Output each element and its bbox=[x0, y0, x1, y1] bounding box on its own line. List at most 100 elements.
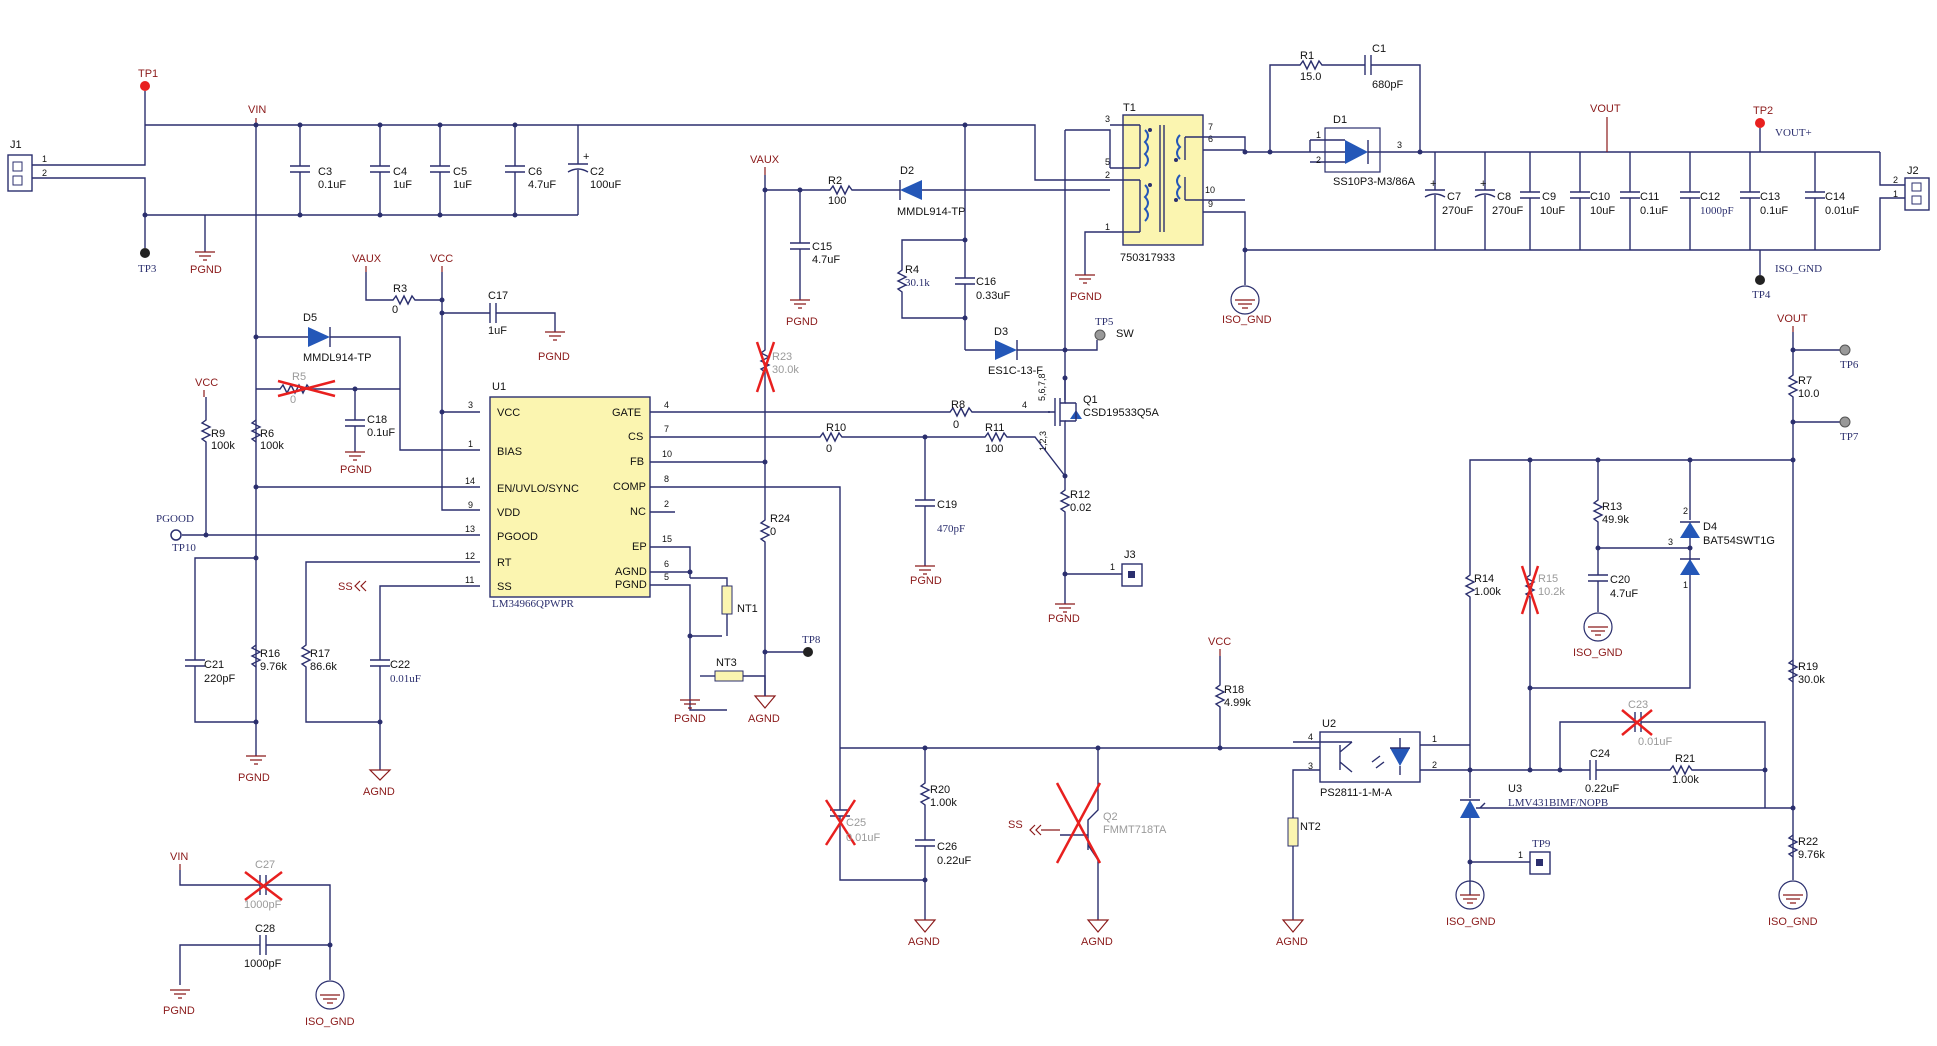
r4-val: 30.1k bbox=[905, 277, 930, 289]
tp4-testpoint[interactable] bbox=[1755, 275, 1765, 285]
r10-val: 0 bbox=[826, 443, 832, 455]
tp6-label: TP6 bbox=[1840, 359, 1859, 371]
r4-ref: R4 bbox=[905, 264, 919, 276]
u1-pin-name: COMP bbox=[613, 481, 646, 493]
j2-pin2: 2 bbox=[1893, 175, 1898, 185]
u1-pin-num: 5 bbox=[664, 572, 669, 582]
t1-pin: 6 bbox=[1208, 134, 1213, 144]
r21-ref: R21 bbox=[1675, 753, 1695, 765]
tp9-connector[interactable] bbox=[1529, 851, 1551, 875]
c22-val: 0.01uF bbox=[390, 673, 421, 685]
tp3-testpoint[interactable] bbox=[140, 248, 150, 258]
u1-pin-num: 15 bbox=[662, 534, 672, 544]
tp7-testpoint[interactable] bbox=[1839, 416, 1851, 428]
tp6-testpoint[interactable] bbox=[1839, 344, 1851, 356]
pgnd-label-1: PGND bbox=[190, 264, 222, 276]
tp1-testpoint[interactable] bbox=[140, 81, 150, 91]
u1-pin-name: VDD bbox=[497, 507, 520, 519]
u1-pin-name: VCC bbox=[497, 407, 520, 419]
u1-pin-name: FB bbox=[630, 456, 644, 468]
c2-val: 100uF bbox=[590, 179, 621, 191]
r9-val: 100k bbox=[211, 440, 235, 452]
ss-label-2: SS bbox=[1008, 819, 1023, 831]
q1-val: CSD19533Q5A bbox=[1083, 407, 1159, 419]
r23-val: 30.0k bbox=[772, 364, 799, 376]
tp10-testpoint[interactable] bbox=[170, 529, 182, 541]
j2-connector[interactable] bbox=[1904, 177, 1930, 211]
u2-optocoupler[interactable] bbox=[1319, 731, 1421, 783]
pgnd-label-c19: PGND bbox=[910, 575, 942, 587]
c4-ref: C4 bbox=[393, 166, 407, 178]
c7-val: 270uF bbox=[1442, 205, 1473, 217]
u1-pin-name: AGND bbox=[615, 566, 647, 578]
j1-connector[interactable] bbox=[7, 154, 33, 192]
tp5-testpoint[interactable] bbox=[1094, 329, 1106, 341]
c27-val: 1000pF bbox=[244, 899, 282, 911]
j1-pin1: 1 bbox=[42, 154, 47, 164]
r12-val: 0.02 bbox=[1070, 502, 1091, 514]
vaux-label-r3: VAUX bbox=[352, 253, 382, 265]
c24-val: 0.22uF bbox=[1585, 783, 1620, 795]
j3-ref: J3 bbox=[1124, 549, 1136, 561]
nt1-label: NT1 bbox=[737, 603, 758, 615]
u1-pin-name: GATE bbox=[612, 407, 641, 419]
nt1-nettie[interactable] bbox=[721, 585, 733, 615]
nt3-nettie[interactable] bbox=[714, 670, 744, 682]
r5-val: 0 bbox=[290, 394, 296, 406]
t1-pin: 3 bbox=[1105, 114, 1110, 124]
pgnd-label-c15: PGND bbox=[786, 316, 818, 328]
j3-connector[interactable] bbox=[1121, 563, 1143, 587]
r13-val: 49.9k bbox=[1602, 514, 1629, 526]
iso-gnd-label-t1: ISO_GND bbox=[1222, 314, 1272, 326]
nt2-label: NT2 bbox=[1300, 821, 1321, 833]
d4-pin2: 2 bbox=[1683, 506, 1688, 516]
t1-pin: 10 bbox=[1205, 185, 1215, 195]
u1-pin-num: 3 bbox=[468, 400, 473, 410]
r6-val: 100k bbox=[260, 440, 284, 452]
c17-val: 1uF bbox=[488, 325, 507, 337]
tp8-testpoint[interactable] bbox=[803, 647, 813, 657]
r7-ref: R7 bbox=[1798, 375, 1812, 387]
r6-ref: R6 bbox=[260, 428, 274, 440]
agnd-label-q2: AGND bbox=[1081, 936, 1113, 948]
t1-transformer[interactable]: T1 750317933 3 5 2 1 7 6 10 9 bbox=[1105, 102, 1215, 264]
u1-part: LM34966QPWPR bbox=[492, 598, 575, 610]
u1-ref: U1 bbox=[492, 381, 506, 393]
d1-val: SS10P3-M3/86A bbox=[1333, 176, 1416, 188]
c15-ref: C15 bbox=[812, 241, 832, 253]
r22-val: 9.76k bbox=[1798, 849, 1825, 861]
d4-val: BAT54SWT1G bbox=[1703, 535, 1775, 547]
q2-val: FMMT718TA bbox=[1103, 824, 1167, 836]
ss-label-1: SS bbox=[338, 581, 353, 593]
u1-pin-name: EN/UVLO/SYNC bbox=[497, 483, 579, 495]
d4-ref: D4 bbox=[1703, 521, 1717, 533]
q1-pins-s: 1,2,3 bbox=[1038, 431, 1048, 451]
vcc-label-u1: VCC bbox=[430, 253, 453, 265]
u1-pin-name: NC bbox=[630, 506, 646, 518]
d1-diode[interactable] bbox=[1324, 127, 1381, 173]
opto-section: U2 PS2811-1-M-A 4 3 1 2 VCC R18 4.99k NT… bbox=[824, 636, 1470, 948]
c26-val: 0.22uF bbox=[937, 855, 972, 867]
u1-controller[interactable]: U1 LM34966QPWPR 3 VCC 1 BIAS 14 EN/UVLO/… bbox=[465, 381, 672, 610]
d2-val: MMDL914-TP bbox=[897, 206, 965, 218]
vout-label-fb: VOUT bbox=[1777, 313, 1808, 325]
r12-ref: R12 bbox=[1070, 489, 1090, 501]
tp5-label: TP5 bbox=[1095, 316, 1114, 328]
iso-gnd-label-c28: ISO_GND bbox=[305, 1016, 355, 1028]
c11-val: 0.1uF bbox=[1640, 205, 1668, 217]
u1-pin-name: PGOOD bbox=[497, 531, 538, 543]
c11-ref: C11 bbox=[1640, 191, 1659, 203]
d1-pin2: 2 bbox=[1316, 155, 1321, 165]
r11-ref: R11 bbox=[985, 422, 1004, 434]
c18-val: 0.1uF bbox=[367, 427, 395, 439]
c16-ref: C16 bbox=[976, 276, 996, 288]
c3-val: 0.1uF bbox=[318, 179, 346, 191]
tp2-testpoint[interactable] bbox=[1755, 118, 1765, 128]
c13-val: 0.1uF bbox=[1760, 205, 1788, 217]
svg-text:+: + bbox=[583, 151, 589, 163]
c4-val: 1uF bbox=[393, 179, 412, 191]
d5-val: MMDL914-TP bbox=[303, 352, 371, 364]
nt2-nettie[interactable] bbox=[1287, 817, 1299, 847]
t1-pin: 7 bbox=[1208, 122, 1213, 132]
vout-plus-label: VOUT+ bbox=[1775, 127, 1812, 139]
